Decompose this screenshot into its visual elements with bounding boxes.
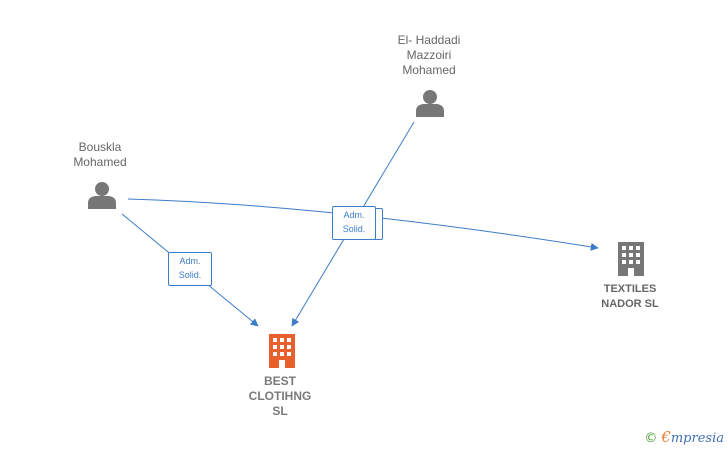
person-node-el-haddadi[interactable]: El- Haddadi Mazzoiri Mohamed [370, 33, 488, 78]
person-node-bouskla[interactable]: Bouskla Mohamed [52, 140, 148, 170]
building-icon[interactable] [616, 242, 646, 276]
company-name-line: TEXTILES [603, 283, 657, 295]
person-icon[interactable] [87, 180, 117, 210]
person-name-line: Bouskla [78, 140, 122, 154]
building-icon[interactable] [267, 334, 297, 368]
person-name-line: El- Haddadi [397, 33, 461, 47]
company-name-line: SL [272, 404, 288, 418]
company-node-textiles-nador[interactable]: TEXTILES NADOR SL [586, 282, 674, 312]
role-badge-line: Solid. [178, 270, 202, 280]
role-badge[interactable]: Adm. Solid. [168, 252, 212, 286]
person-name-line: Mazzoiri [406, 48, 452, 62]
company-name-line: NADOR SL [601, 298, 659, 310]
empresia-watermark: ©€mpresia [644, 428, 724, 446]
person-name-line: Mohamed [73, 155, 127, 169]
brand-logo-text: mpresia [670, 431, 724, 446]
brand-logo-initial: € [661, 428, 671, 446]
company-name-line: BEST [263, 374, 296, 388]
role-badge[interactable]: Adm. Solid. [332, 206, 376, 240]
person-name-line: Mohamed [402, 63, 456, 77]
copyright-symbol: © [644, 431, 658, 446]
role-badge-line: Adm. [179, 256, 201, 266]
role-badge-line: Solid. [342, 224, 366, 234]
company-node-best-clotihng[interactable]: BEST CLOTIHNG SL [236, 374, 324, 419]
person-icon[interactable] [415, 88, 445, 118]
role-badge-line: Adm. [343, 210, 365, 220]
company-name-line: CLOTIHNG [248, 389, 312, 403]
